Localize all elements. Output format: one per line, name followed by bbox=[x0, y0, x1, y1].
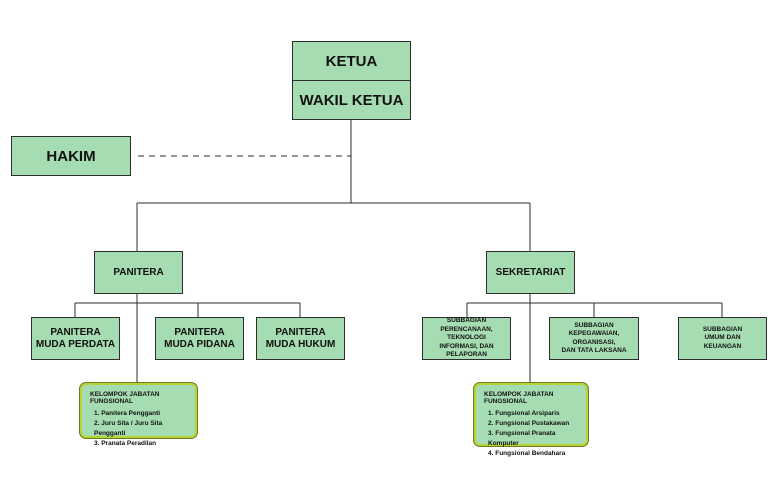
node-sub-kepegawaian-line3: DAN TATA LAKSANA bbox=[561, 347, 627, 354]
node-pm-perdata-line1: PANITERA bbox=[50, 326, 101, 338]
node-sub-umum-line3: KEUANGAN bbox=[703, 342, 742, 350]
kelompok-sekretariat-item: 4. Fungsional Bendahara bbox=[488, 450, 566, 457]
node-wakil-ketua: WAKIL KETUA bbox=[292, 80, 411, 120]
kelompok-panitera-list: 1. Panitera Pengganti 2. Juru Sita / Jur… bbox=[90, 409, 187, 449]
node-hakim: HAKIM bbox=[11, 136, 131, 176]
node-panitera-muda-hukum: PANITERA MUDA HUKUM bbox=[256, 317, 345, 360]
node-sub-umum-line1: SUBBAGIAN bbox=[702, 325, 743, 333]
node-pm-perdata-line2: MUDA PERDATA bbox=[35, 338, 116, 350]
kelompok-sekretariat-list: 1. Fungsional Arsiparis 2. Fungsional Pu… bbox=[484, 409, 578, 459]
kelompok-fungsional-sekretariat: KELOMPOK JABATAN FUNGSIONAL 1. Fungsiona… bbox=[474, 383, 588, 457]
kelompok-fungsional-panitera: KELOMPOK JABATAN FUNGSIONAL 1. Panitera … bbox=[80, 383, 197, 447]
kelompok-sekretariat-item: 2. Fungsional Pustakawan bbox=[488, 420, 570, 427]
node-pm-hukum-line2: MUDA HUKUM bbox=[265, 338, 336, 350]
node-pm-hukum-line1: PANITERA bbox=[275, 326, 326, 338]
kelompok-panitera-title: KELOMPOK JABATAN FUNGSIONAL bbox=[90, 391, 160, 405]
node-pm-pidana-line1: PANITERA bbox=[174, 326, 225, 338]
kelompok-panitera-item: 3. Pranata Peradilan bbox=[94, 440, 157, 447]
node-panitera: PANITERA bbox=[94, 251, 183, 294]
node-sekretariat-label: SEKRETARIAT bbox=[495, 266, 566, 278]
node-hakim-label: HAKIM bbox=[46, 147, 96, 165]
node-subbagian-umum: SUBBAGIAN UMUM DAN KEUANGAN bbox=[678, 317, 767, 360]
node-sub-kepegawaian-line1: SUBBAGIAN bbox=[574, 321, 614, 329]
node-ketua-label: KETUA bbox=[325, 52, 378, 70]
node-ketua: KETUA bbox=[292, 41, 411, 81]
node-panitera-muda-perdata: PANITERA MUDA PERDATA bbox=[31, 317, 120, 360]
node-subbagian-kepegawaian: SUBBAGIAN KEPEGAWAIAN, ORGANISASI, DAN T… bbox=[549, 317, 639, 360]
node-subbagian-perencanaan: SUBBAGIAN PERENCANAAN, TEKNOLOGI INFORMA… bbox=[422, 317, 511, 360]
node-panitera-muda-pidana: PANITERA MUDA PIDANA bbox=[155, 317, 244, 360]
node-wakil-ketua-label: WAKIL KETUA bbox=[299, 91, 404, 109]
node-panitera-label: PANITERA bbox=[113, 266, 164, 278]
kelompok-panitera-item: 1. Panitera Pengganti bbox=[94, 410, 161, 417]
node-pm-pidana-line2: MUDA PIDANA bbox=[164, 338, 235, 350]
kelompok-sekretariat-item: 3. Fungsional Pranata Komputer bbox=[488, 430, 556, 447]
kelompok-sekretariat-item: 1. Fungsional Arsiparis bbox=[488, 410, 560, 417]
kelompok-sekretariat-title: KELOMPOK JABATAN FUNGSIONAL bbox=[484, 391, 554, 405]
node-sub-kepegawaian-line2: KEPEGAWAIAN, ORGANISASI, bbox=[568, 330, 620, 346]
node-sekretariat: SEKRETARIAT bbox=[486, 251, 575, 294]
node-sub-perencanaan-line1: SUBBAGIAN bbox=[446, 317, 487, 325]
kelompok-panitera-item: 2. Juru Sita / Juru Sita Pengganti bbox=[94, 420, 163, 437]
node-sub-umum-line2: UMUM DAN bbox=[704, 334, 741, 342]
node-sub-perencanaan-line2: PERENCANAAN, TEKNOLOGI bbox=[440, 325, 493, 342]
node-sub-perencanaan-line3: INFORMASI, DAN PELAPORAN bbox=[439, 342, 494, 359]
